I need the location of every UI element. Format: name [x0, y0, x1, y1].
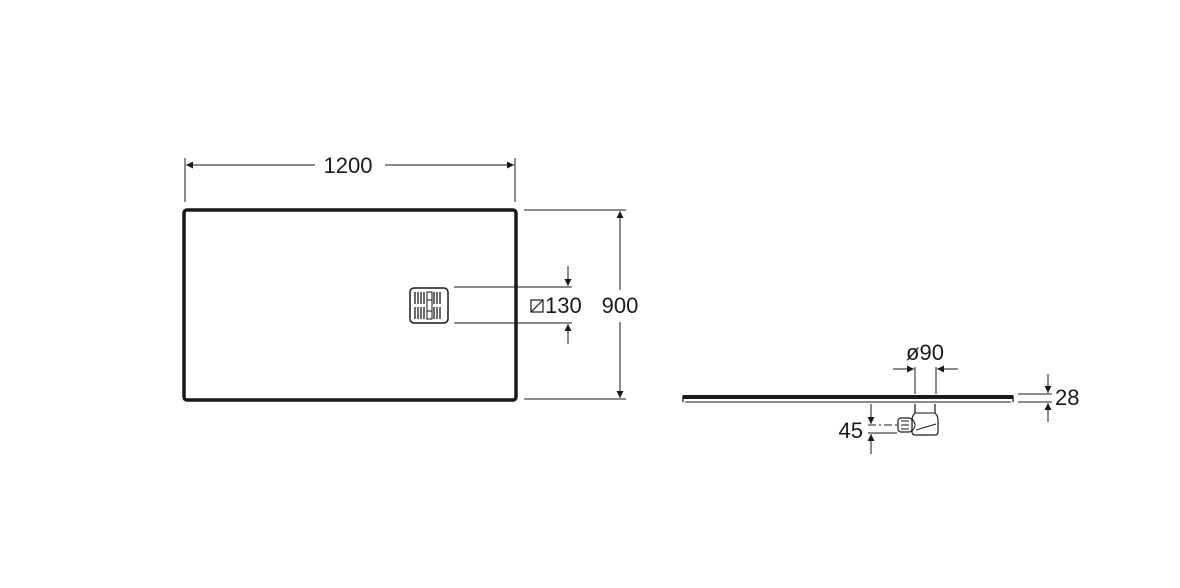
thickness-label: 28	[1055, 385, 1079, 410]
drain-grate-icon	[409, 287, 449, 324]
drain-label: 130	[545, 293, 582, 318]
outlet-diameter-label: ø90	[906, 340, 944, 365]
outlet-height-label: 45	[839, 418, 863, 443]
outlet-height-dimension: 45	[839, 404, 897, 454]
width-dimension: 1200	[184, 153, 516, 202]
width-label: 1200	[324, 153, 373, 178]
square-symbol-icon	[530, 299, 544, 313]
depth-label: 900	[602, 293, 639, 318]
tray-profile	[682, 395, 1014, 403]
outlet-diameter-dimension: ø90	[893, 340, 958, 394]
waste-trap-icon	[897, 404, 939, 436]
depth-dimension: 900	[524, 209, 639, 400]
thickness-dimension: 28	[1018, 374, 1079, 422]
top-view: 1200 900	[182, 153, 639, 402]
tray-outline	[182, 208, 518, 402]
side-view: ø90 45 28	[682, 340, 1079, 454]
drain-dimension: 130	[454, 266, 582, 344]
